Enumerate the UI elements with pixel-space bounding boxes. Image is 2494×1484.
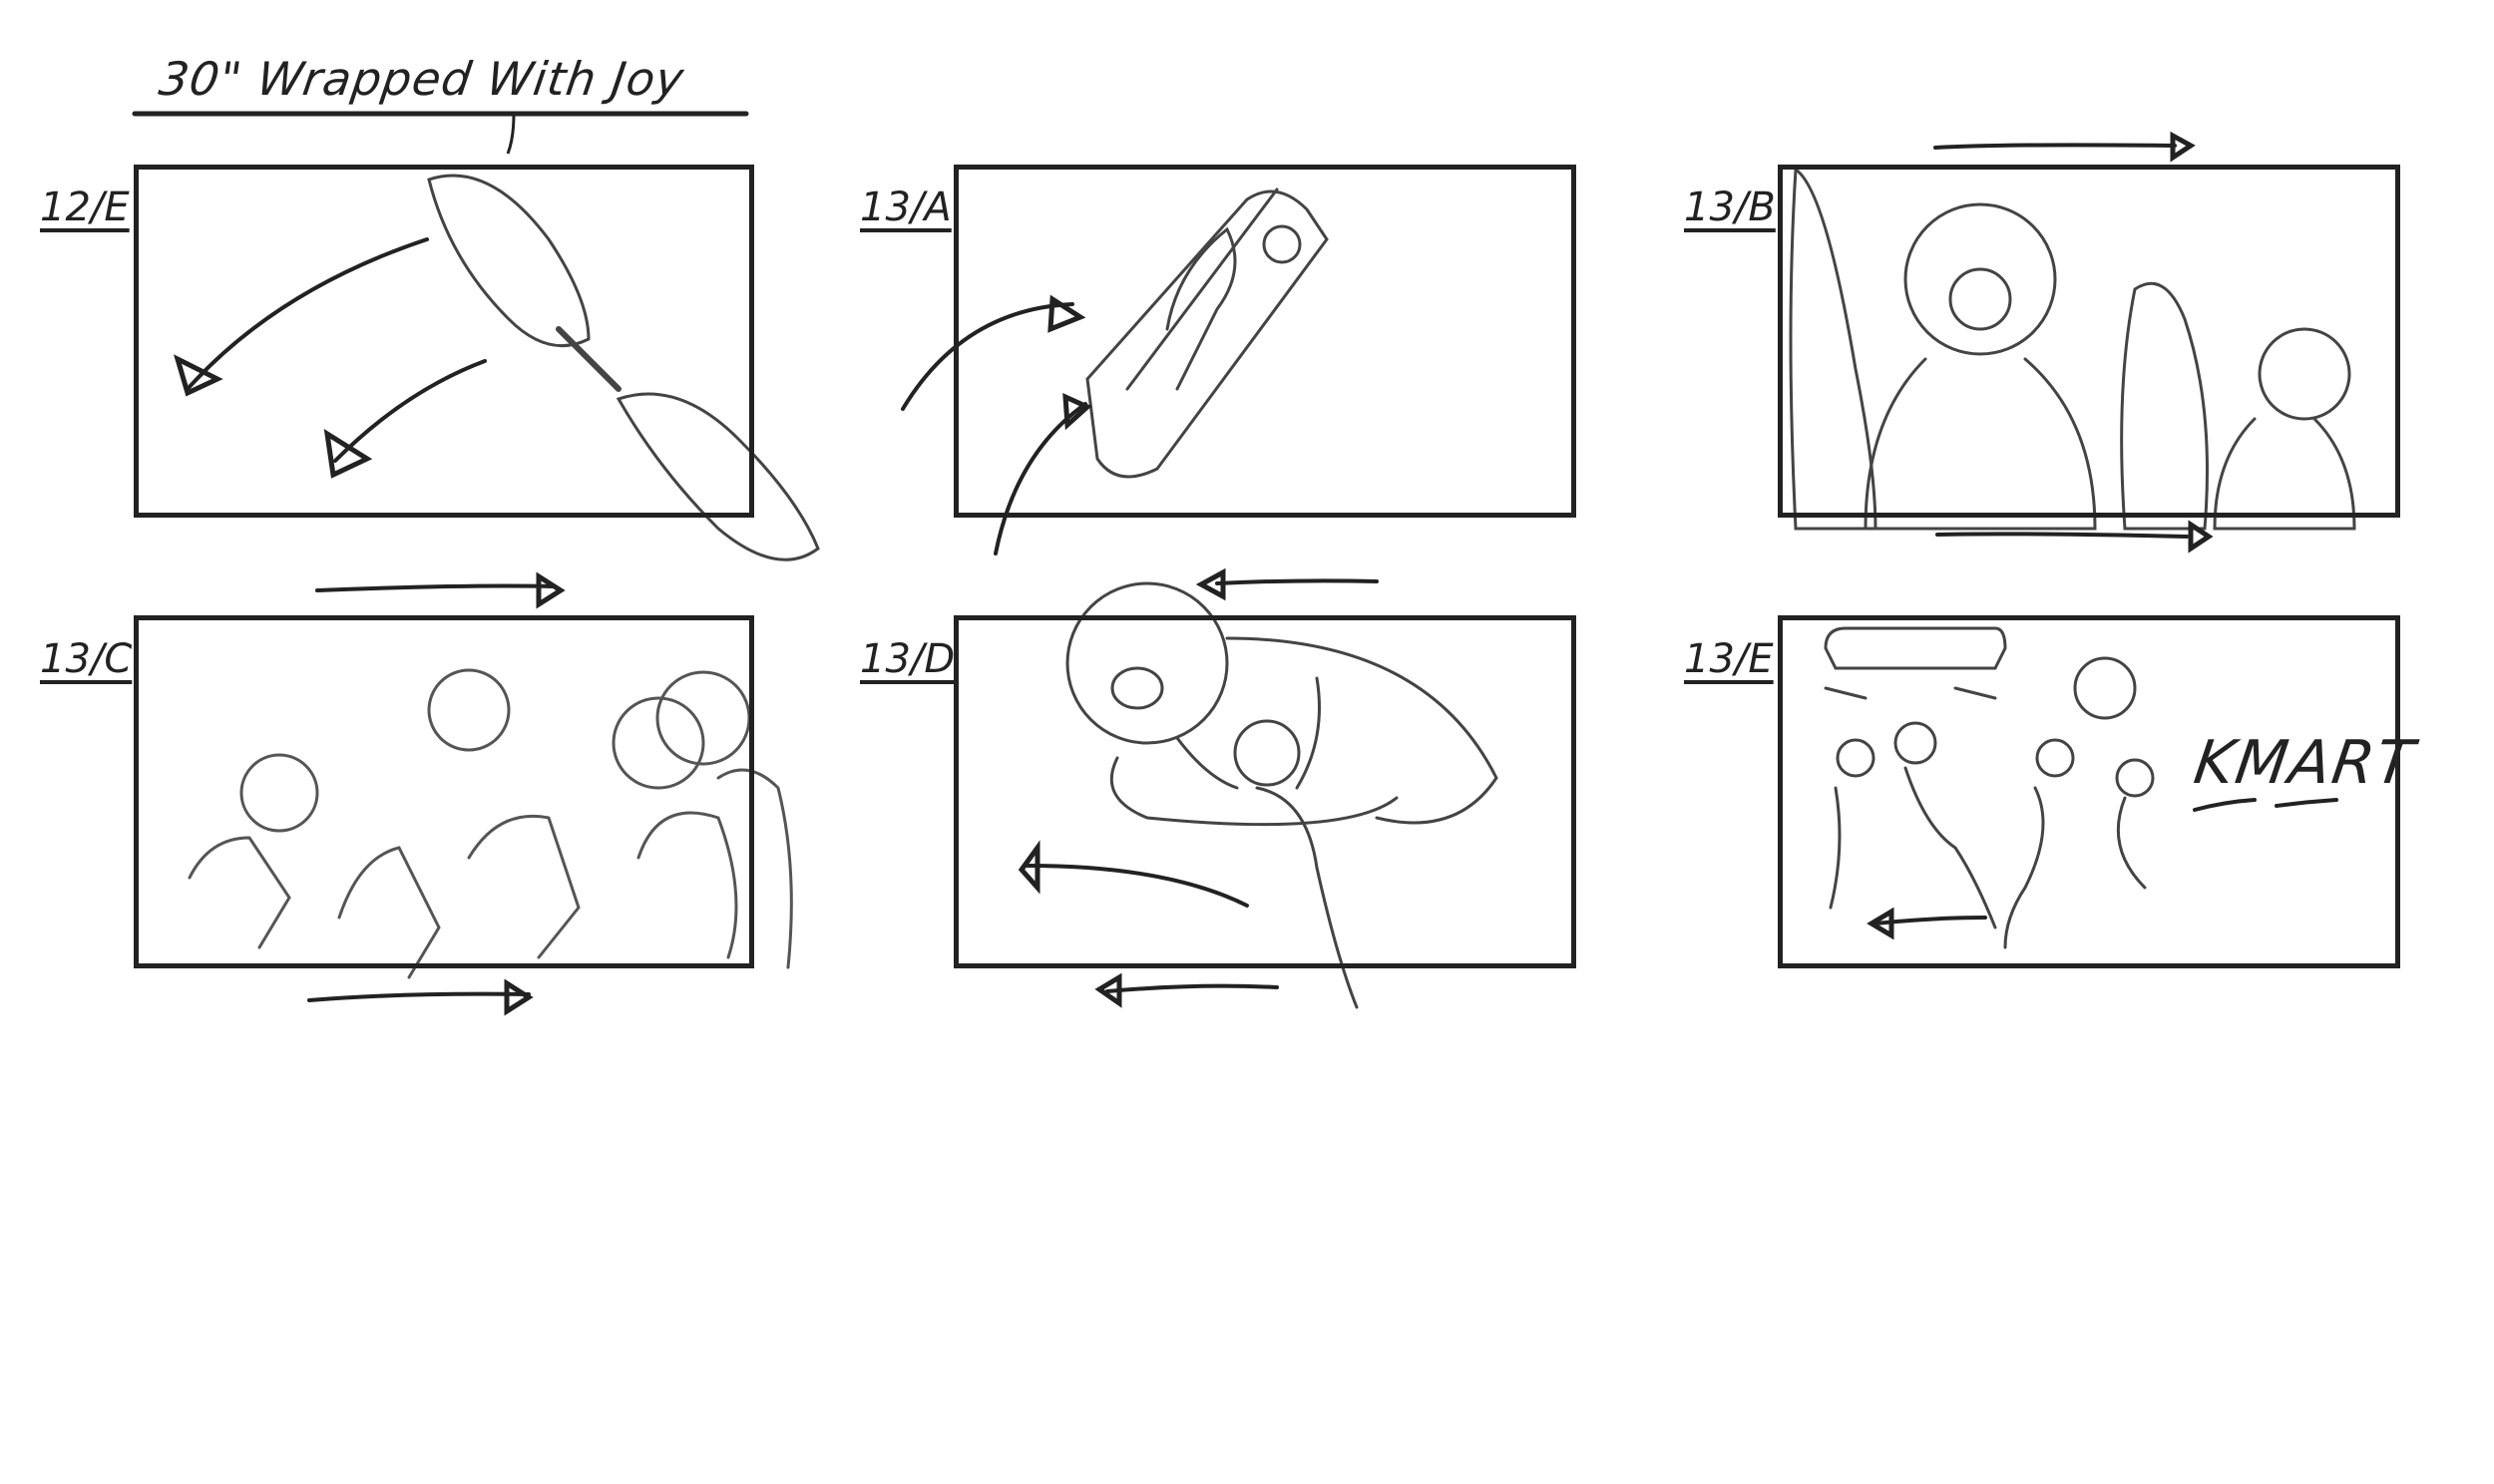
sketch-12e — [173, 174, 820, 561]
board-title: 30" Wrapped With Joy — [156, 52, 688, 106]
panel-label-13a: 13/A — [860, 185, 952, 230]
storyboard-panel-12e — [134, 165, 754, 518]
sketch-13e — [1824, 626, 2338, 949]
sketch-13d — [1018, 567, 1498, 1009]
kmart-sign-text: KMART — [2190, 728, 2420, 798]
panel-label-13e: 13/E — [1684, 636, 1774, 682]
storyboard-panel-13b — [1778, 165, 2400, 518]
storyboard-panel-13c — [134, 615, 754, 968]
storyboard-panel-13d — [954, 615, 1576, 968]
sketch-13a — [901, 187, 1329, 556]
panel-label-13b: 13/B — [1684, 185, 1776, 230]
panel-label-13d: 13/D — [860, 636, 956, 682]
sketch-13c — [188, 571, 793, 1016]
panel-label-13c: 13/C — [40, 636, 133, 682]
sketch-13b — [1789, 131, 2356, 554]
storyboard-panel-13a — [954, 165, 1576, 518]
storyboard-panel-13e — [1778, 615, 2400, 968]
panel-label-12e: 12/E — [40, 185, 130, 230]
